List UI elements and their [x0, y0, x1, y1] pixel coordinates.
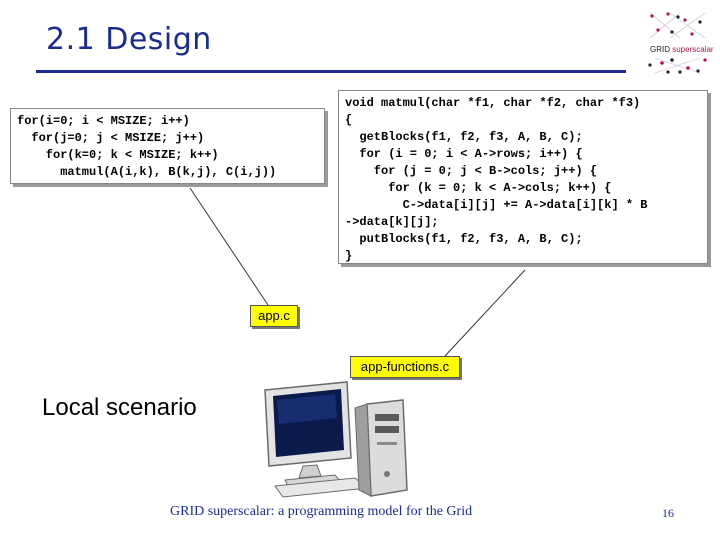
app-file-label: app.c: [250, 305, 298, 327]
slide-title: 2.1 Design: [46, 22, 212, 57]
logo-text: GRID superscalar: [650, 45, 714, 54]
matmul-function-code: void matmul(char *f1, char *f2, char *f3…: [338, 90, 708, 264]
logo-text-accent: superscalar: [672, 45, 714, 54]
page-number: 16: [662, 506, 674, 520]
connector-app: [189, 187, 269, 306]
logo-text-main: GRID: [650, 45, 670, 54]
scenario-label: Local scenario: [42, 394, 197, 421]
title-underline: [36, 70, 626, 73]
local-loop-code: for(i=0; i < MSIZE; i++) for(j=0; j < MS…: [10, 108, 325, 184]
connector-app-functions: [444, 269, 526, 357]
app-functions-file-label: app-functions.c: [350, 356, 460, 378]
slide-footer: GRID superscalar: a programming model fo…: [170, 504, 473, 519]
grid-superscalar-logo: [648, 12, 707, 74]
desktop-computer-icon: [264, 381, 408, 498]
